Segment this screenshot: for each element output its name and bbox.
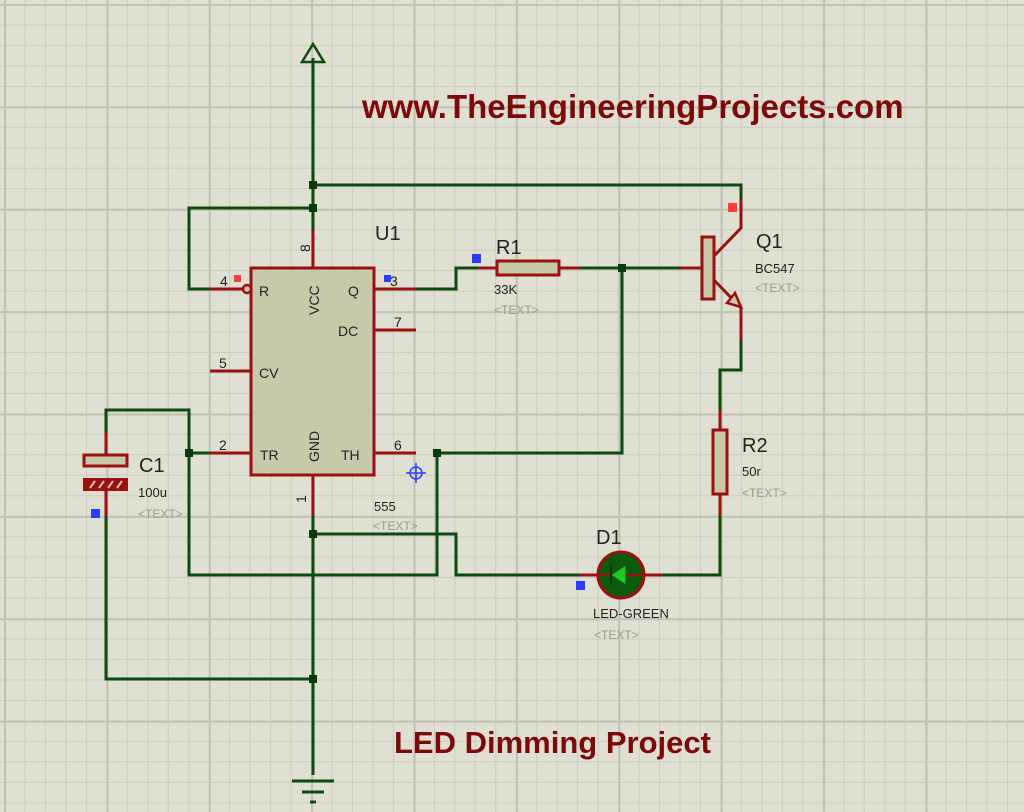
wire-r1-to-base[interactable]	[437, 266, 624, 455]
d1-led[interactable]: D1 LED-GREEN <TEXT>	[576, 527, 669, 642]
d1-arrow-icon	[610, 564, 627, 586]
q1-value: BC547	[755, 261, 795, 276]
junction-dot	[618, 264, 626, 272]
u1-555-timer[interactable]: U1 555 <TEXT> 4 R 3 Q 7 DC 5 CV 2 TR 6 T…	[210, 223, 418, 533]
c1-text: <TEXT>	[138, 507, 183, 521]
q1-emitter-arrow-icon	[724, 290, 744, 309]
d1-text: <TEXT>	[594, 628, 639, 642]
marker-blue	[472, 254, 481, 263]
wire-tr-to-c1[interactable]	[104, 408, 191, 453]
pin-label-r: R	[259, 283, 269, 299]
pin-num-5: 5	[219, 355, 227, 371]
wire-r2-to-led[interactable]	[646, 512, 722, 577]
wire-vcc-to-collector[interactable]	[313, 183, 743, 200]
q1-transistor[interactable]: Q1 BC547 <TEXT>	[680, 200, 800, 340]
q1-base-bar	[700, 235, 716, 301]
r1-resistor[interactable]: R1 33K <TEXT>	[472, 237, 580, 317]
pin-num-3: 3	[390, 273, 398, 289]
pin-num-2: 2	[219, 437, 227, 453]
c1-value: 100u	[138, 485, 167, 500]
pin-label-gnd: GND	[306, 431, 322, 462]
wire-c1-to-gnd[interactable]	[104, 515, 313, 681]
wires	[104, 58, 743, 775]
r2-resistor[interactable]: R2 50r <TEXT>	[711, 410, 787, 515]
q1-text: <TEXT>	[755, 281, 800, 295]
r2-value: 50r	[742, 464, 761, 479]
u1-text: <TEXT>	[373, 519, 418, 533]
junction-dot	[309, 181, 317, 189]
junction-dot	[185, 449, 193, 457]
website-title: www.TheEngineeringProjects.com	[361, 88, 904, 125]
q1-collector	[712, 200, 743, 258]
pin-num-8: 8	[297, 244, 313, 252]
ground-terminal[interactable]	[292, 779, 334, 804]
q1-emitter	[712, 278, 743, 340]
wire-emitter-to-r2[interactable]	[718, 340, 743, 410]
pin-label-th: TH	[341, 447, 360, 463]
d1-value: LED-GREEN	[593, 606, 669, 621]
r2-ref: R2	[742, 435, 768, 457]
pin-num-4: 4	[220, 273, 228, 289]
d1-ref: D1	[596, 527, 622, 549]
pin-num-7: 7	[394, 314, 402, 330]
r1-body	[495, 259, 561, 277]
c1-plate-positive	[82, 453, 129, 468]
junction-dot	[309, 530, 317, 538]
wire-led-to-gnd[interactable]	[313, 532, 596, 577]
marker-red	[728, 203, 737, 212]
junction-dot	[309, 675, 317, 683]
pin-label-vcc: VCC	[306, 285, 322, 315]
pin-num-6: 6	[394, 437, 402, 453]
junction-dot	[433, 449, 441, 457]
u1-ref: U1	[375, 223, 401, 245]
c1-capacitor[interactable]: C1 100u <TEXT>	[82, 432, 183, 521]
pin-label-cv: CV	[259, 365, 279, 381]
r2-body	[711, 428, 729, 496]
r1-text: <TEXT>	[494, 303, 539, 317]
marker-blue	[91, 509, 100, 518]
pin-label-tr: TR	[260, 447, 279, 463]
c1-ref: C1	[139, 455, 165, 477]
r1-value: 33K	[494, 282, 517, 297]
r1-ref: R1	[496, 237, 522, 259]
reset-inversion-bubble	[241, 283, 253, 295]
pin-label-q: Q	[348, 283, 359, 299]
wire-vcc-to-reset[interactable]	[187, 206, 313, 291]
project-title: LED Dimming Project	[394, 725, 711, 760]
crosshair-icon[interactable]	[406, 463, 426, 483]
marker-red	[234, 275, 241, 282]
marker-blue	[384, 275, 391, 282]
q1-ref: Q1	[756, 231, 783, 253]
c1-plate-negative	[83, 478, 128, 491]
u1-value: 555	[374, 499, 396, 514]
junctions	[185, 181, 626, 683]
wire-th-to-tr[interactable]	[187, 453, 439, 577]
junction-dot	[309, 204, 317, 212]
wire-q-to-r1[interactable]	[416, 266, 478, 291]
pin-label-dc: DC	[338, 323, 358, 339]
c1-hatch	[89, 480, 123, 489]
pin-num-1: 1	[293, 495, 309, 503]
r2-text: <TEXT>	[742, 486, 787, 500]
marker-blue	[576, 581, 585, 590]
